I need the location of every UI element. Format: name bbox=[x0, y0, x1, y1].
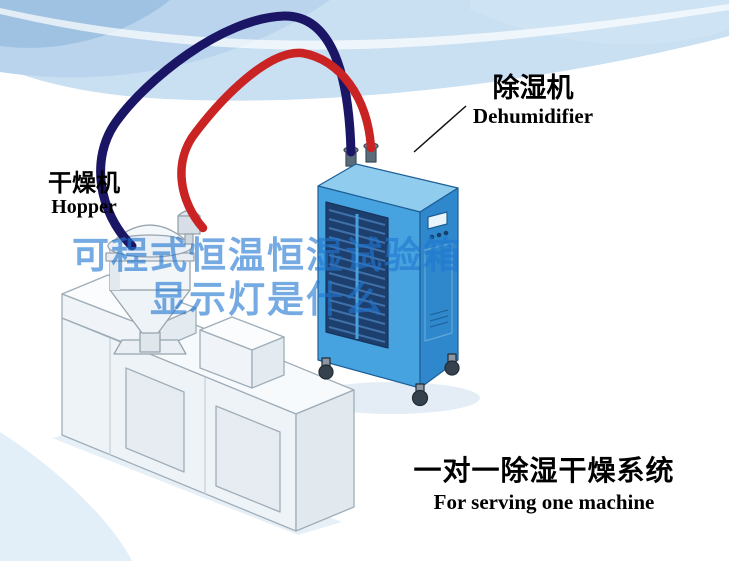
caster-wheels bbox=[318, 353, 460, 407]
wheel bbox=[411, 389, 429, 407]
dehumidifier-label: 除湿机 Dehumidifier bbox=[438, 74, 628, 128]
extruder-machine bbox=[61, 274, 355, 532]
dehumidifier-label-zh: 除湿机 bbox=[492, 73, 574, 104]
side-door-seam bbox=[424, 242, 453, 342]
extruder-door-panel bbox=[215, 405, 281, 513]
extruder-end-face bbox=[295, 389, 355, 532]
system-caption-zh: 一对一除湿干燥系统 bbox=[413, 454, 675, 487]
side-louver bbox=[429, 315, 449, 322]
dehumidifier-label-en: Dehumidifier bbox=[472, 103, 594, 128]
red-supply-hose bbox=[177, 48, 376, 233]
wheel bbox=[444, 360, 460, 376]
air-hoses bbox=[96, 11, 376, 251]
control-panel bbox=[424, 211, 453, 342]
hopper-label-en: Hopper bbox=[51, 196, 117, 219]
control-button bbox=[443, 230, 449, 236]
background-corner-wedge bbox=[0, 432, 132, 561]
system-caption: 一对一除湿干燥系统 For serving one machine bbox=[388, 454, 700, 514]
dehumidifier-unit bbox=[317, 142, 460, 407]
hopper-label: 干燥机 Hopper bbox=[24, 170, 144, 219]
control-button bbox=[429, 234, 435, 240]
side-louver bbox=[429, 309, 449, 316]
extruder-door-panel bbox=[125, 367, 185, 473]
hopper-dryer bbox=[105, 209, 201, 355]
side-louver bbox=[429, 321, 449, 328]
cabinet-side-face bbox=[419, 187, 459, 389]
mid-box-side bbox=[251, 336, 285, 389]
pump-downpipe bbox=[184, 233, 194, 245]
background-white-streak bbox=[0, 4, 729, 50]
blue-return-hose bbox=[96, 11, 356, 251]
hopper-neck bbox=[139, 331, 161, 353]
wheel bbox=[318, 364, 334, 380]
hopper-label-zh: 干燥机 bbox=[48, 169, 120, 197]
dehumidifier-pointer-line bbox=[413, 105, 467, 153]
system-caption-en: For serving one machine bbox=[433, 489, 655, 514]
control-display bbox=[427, 211, 448, 230]
control-button bbox=[436, 232, 442, 238]
